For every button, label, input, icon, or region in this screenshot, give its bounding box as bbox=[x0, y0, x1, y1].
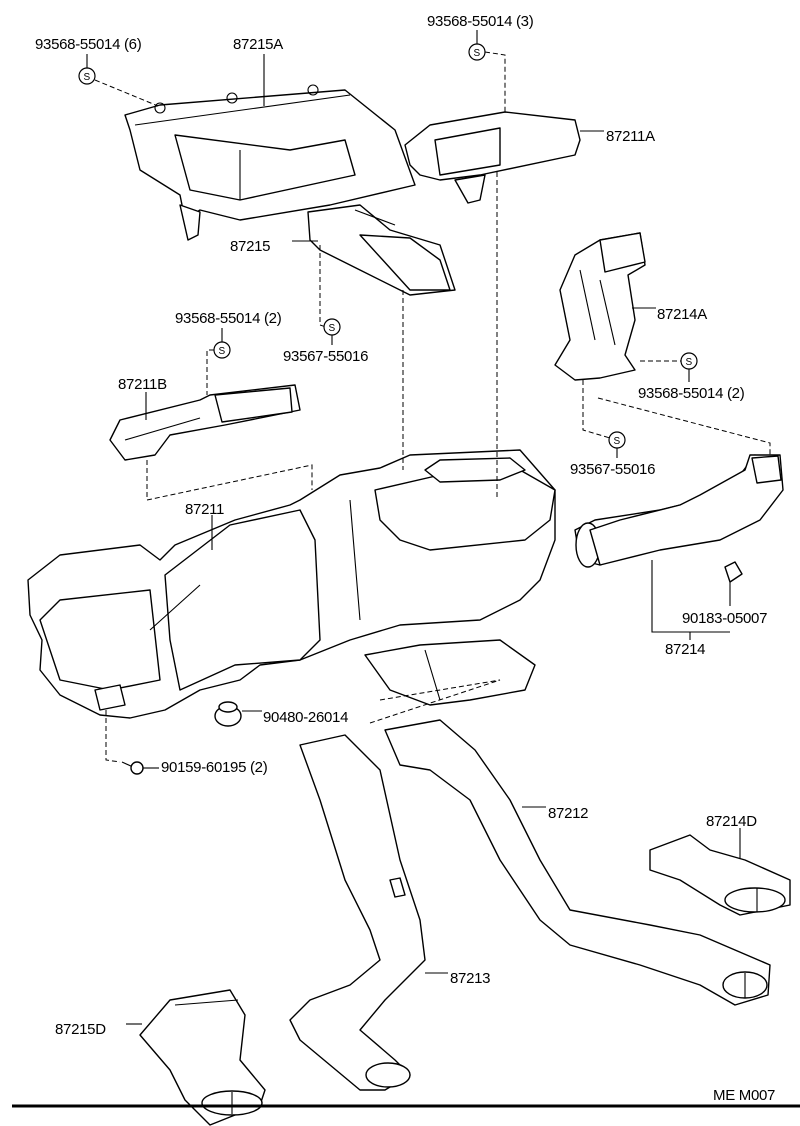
label-87211B[interactable]: 87211B bbox=[118, 376, 167, 393]
label-87215[interactable]: 87215 bbox=[230, 238, 271, 255]
part-87212[interactable] bbox=[384, 719, 771, 1006]
svg-text:S: S bbox=[219, 346, 226, 357]
label-90159-60195-2[interactable]: 90159-60195 (2) bbox=[161, 759, 268, 776]
label-87215A[interactable]: 87215A bbox=[233, 36, 284, 53]
screw-symbol-icon: S bbox=[680, 352, 698, 370]
screw-symbol-icon: S bbox=[608, 431, 626, 449]
label-87214A[interactable]: 87214A bbox=[657, 306, 708, 323]
part-87214D[interactable] bbox=[649, 834, 791, 916]
part-90183-05007-clip[interactable] bbox=[724, 561, 743, 583]
screw-symbol-icon: S bbox=[468, 43, 486, 61]
label-93568-55014-2-right[interactable]: 93568-55014 (2) bbox=[638, 385, 745, 402]
svg-text:S: S bbox=[474, 48, 481, 59]
label-87214D[interactable]: 87214D bbox=[706, 813, 758, 830]
label-87211[interactable]: 87211 bbox=[185, 501, 224, 518]
part-87214[interactable] bbox=[589, 454, 784, 566]
screw-symbol-icon: S bbox=[323, 318, 341, 336]
screw-symbol-icon: S bbox=[213, 341, 231, 359]
label-93568-55014-2-left[interactable]: 93568-55014 (2) bbox=[175, 310, 282, 327]
part-labels: 93568-55014 (6) 87215A 93568-55014 (3) 8… bbox=[35, 13, 775, 1104]
label-87213[interactable]: 87213 bbox=[450, 970, 491, 987]
part-87214A[interactable] bbox=[554, 232, 646, 381]
part-87211B[interactable] bbox=[109, 384, 301, 461]
label-93568-55014-3[interactable]: 93568-55014 (3) bbox=[427, 13, 534, 30]
label-90183-05007[interactable]: 90183-05007 bbox=[682, 610, 767, 627]
screw-symbol-icon: S bbox=[78, 67, 96, 85]
label-93567-55016-right[interactable]: 93567-55016 bbox=[570, 461, 655, 478]
svg-text:S: S bbox=[84, 72, 91, 83]
part-87213[interactable] bbox=[289, 734, 426, 1091]
label-93567-55016-left[interactable]: 93567-55016 bbox=[283, 348, 368, 365]
part-87215A[interactable] bbox=[124, 84, 416, 241]
part-87215D[interactable] bbox=[139, 989, 266, 1126]
label-87212[interactable]: 87212 bbox=[548, 805, 589, 822]
part-87215[interactable] bbox=[307, 204, 456, 296]
part-90480-26014-grommet[interactable] bbox=[214, 701, 242, 727]
part-87211-heater-unit[interactable] bbox=[27, 449, 783, 719]
leader-lines bbox=[12, 30, 800, 1108]
part-87211A[interactable] bbox=[404, 111, 581, 204]
label-87211A[interactable]: 87211A bbox=[606, 128, 655, 145]
screw-symbols: S S S S S S bbox=[78, 43, 698, 449]
label-87215D[interactable]: 87215D bbox=[55, 1021, 107, 1038]
svg-text:S: S bbox=[329, 323, 336, 334]
label-87214[interactable]: 87214 bbox=[665, 641, 706, 658]
label-93568-55014-6[interactable]: 93568-55014 (6) bbox=[35, 36, 142, 53]
part-90159-60195-bolt[interactable] bbox=[121, 761, 144, 775]
figure-code: ME M007 bbox=[713, 1087, 775, 1104]
label-90480-26014[interactable]: 90480-26014 bbox=[263, 709, 348, 726]
svg-text:S: S bbox=[614, 436, 621, 447]
svg-text:S: S bbox=[686, 357, 693, 368]
